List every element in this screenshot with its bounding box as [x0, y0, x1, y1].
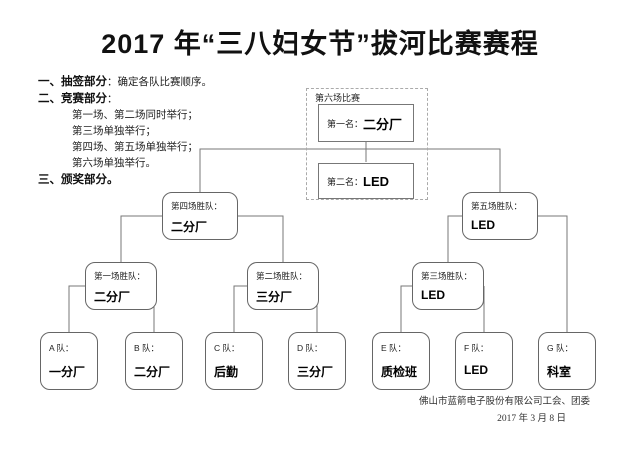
team-c-box: C 队： 后勤 — [205, 332, 263, 390]
team-a-name: 一分厂 — [49, 365, 86, 379]
team-f-box: F 队： LED — [455, 332, 513, 390]
note-text: ：确定各队比赛顺序。 — [107, 77, 212, 88]
second-place-label: 第二名： — [327, 176, 364, 187]
connector-m3-left — [400, 285, 412, 332]
note-heading: 三、颁奖部分。 — [38, 174, 119, 186]
team-d-name: 三分厂 — [297, 365, 334, 379]
match5-winner-box: 第五场胜队： LED — [462, 192, 538, 240]
first-place-label: 第一名： — [327, 118, 364, 129]
notes-list: 一、抽签部分：确定各队比赛顺序。 二、竞赛部分： 第一场、第二场同时举行； 第三… — [38, 74, 298, 189]
team-d-label: D 队： — [297, 343, 323, 353]
match1-winner-label: 第一场胜队： — [94, 271, 146, 281]
match4-winner-box: 第四场胜队： 二分厂 — [162, 192, 238, 240]
note-competition-section: 二、竞赛部分： — [38, 91, 298, 108]
team-c-label: C 队： — [214, 343, 240, 353]
team-b-name: 二分厂 — [134, 365, 171, 379]
match4-winner-label: 第四场胜队： — [171, 201, 223, 211]
note-sub-line: 第六场单独举行。 — [72, 158, 156, 169]
note-award-section: 三、颁奖部分。 — [38, 172, 298, 189]
match3-winner-label: 第三场胜队： — [421, 271, 473, 281]
organizer-text: 佛山市蓝箭电子股份有限公司工会、团委 — [418, 397, 590, 407]
team-b-label: B 队： — [134, 343, 160, 353]
date-text: 2017 年 3 月 8 日 — [497, 414, 566, 424]
connector-m2-left — [233, 285, 247, 332]
match5-winner-team: LED — [471, 218, 495, 232]
first-place-box: 第一名：二分厂 — [318, 104, 414, 142]
second-place-team: LED — [363, 173, 390, 189]
note-heading: 二、竞赛部分 — [38, 93, 107, 105]
final-match-label: 第六场比赛 — [313, 91, 363, 104]
team-g-name: 科室 — [547, 365, 572, 379]
match1-winner-box: 第一场胜队： 二分厂 — [85, 262, 157, 310]
second-place-box: 第二名：LED — [318, 163, 414, 199]
match3-winner-team: LED — [421, 288, 445, 302]
connector-sf1-left — [120, 215, 162, 262]
match2-winner-box: 第二场胜队： 三分厂 — [247, 262, 319, 310]
connector-sf2-left — [447, 215, 462, 262]
team-g-label: G 队： — [547, 343, 573, 353]
team-d-box: D 队： 三分厂 — [288, 332, 346, 390]
match2-winner-label: 第二场胜队： — [256, 271, 308, 281]
match2-winner-team: 三分厂 — [256, 290, 293, 304]
team-g-box: G 队： 科室 — [538, 332, 596, 390]
first-place-team: 二分厂 — [363, 116, 403, 132]
note-heading: 一、抽签部分 — [38, 76, 107, 88]
team-f-name: LED — [464, 363, 488, 377]
team-c-name: 后勤 — [214, 365, 239, 379]
note-draw-section: 一、抽签部分：确定各队比赛顺序。 — [38, 74, 298, 91]
note-text: ： — [107, 94, 118, 105]
connector-sf1-right — [238, 215, 284, 262]
team-f-label: F 队： — [464, 343, 489, 353]
note-sub-line: 第四场、第五场单独举行； — [72, 142, 198, 153]
match1-winner-team: 二分厂 — [94, 290, 131, 304]
match3-winner-box: 第三场胜队： LED — [412, 262, 484, 310]
connector-semifinal-top — [199, 148, 501, 192]
connector-m1-left — [68, 285, 85, 332]
match4-winner-team: 二分厂 — [171, 220, 208, 234]
note-sub-line: 第一场、第二场同时举行； — [72, 110, 198, 121]
team-a-box: A 队： 一分厂 — [40, 332, 98, 390]
connector-sf2-right-bye — [538, 215, 568, 332]
final-match-group: 第六场比赛 第一名：二分厂 第二名：LED — [306, 88, 428, 200]
note-sub-line: 第三场单独举行； — [72, 126, 156, 137]
page-title: 2017 年“三八妇女节”拔河比赛赛程 — [101, 29, 539, 59]
team-a-label: A 队： — [49, 343, 74, 353]
team-e-name: 质检班 — [381, 365, 418, 379]
footer: 佛山市蓝箭电子股份有限公司工会、团委 2017 年 3 月 8 日 — [419, 393, 590, 424]
team-b-box: B 队： 二分厂 — [125, 332, 183, 390]
match5-winner-label: 第五场胜队： — [471, 201, 523, 211]
team-e-box: E 队： 质检班 — [372, 332, 430, 390]
team-e-label: E 队： — [381, 343, 407, 353]
